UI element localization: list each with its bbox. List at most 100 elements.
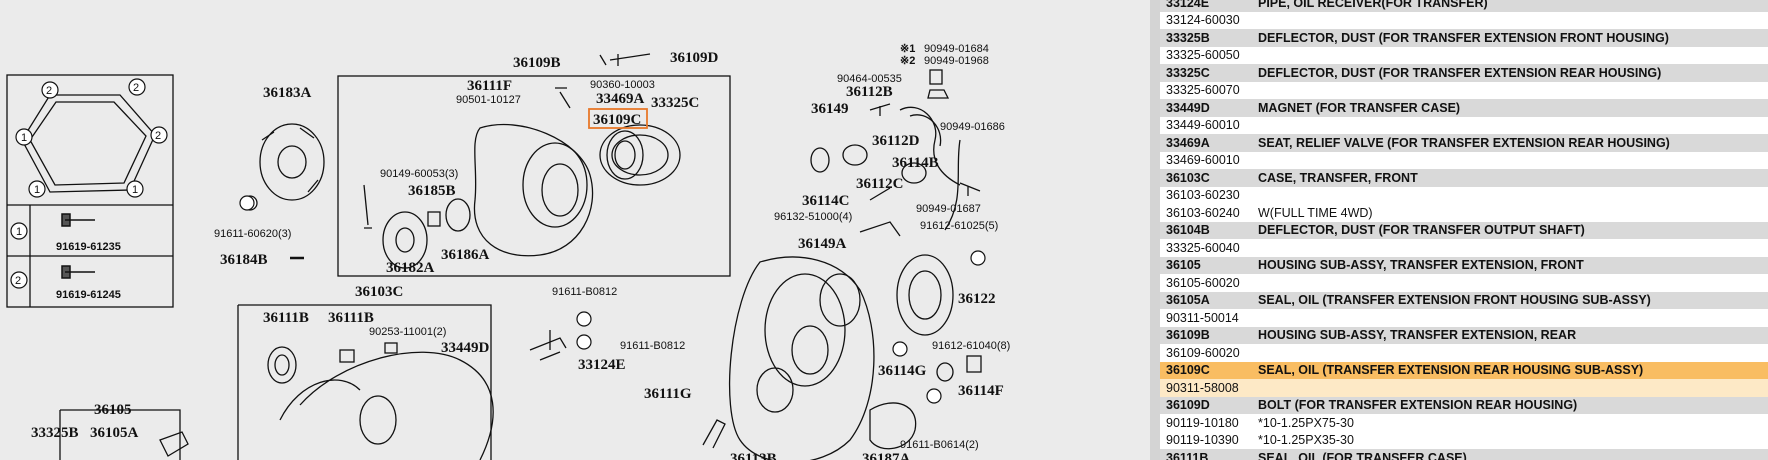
part-code[interactable]: 36109B — [1160, 326, 1252, 344]
part-number-row[interactable]: 33124-60030 — [1160, 11, 1768, 29]
svg-text:36114F: 36114F — [958, 383, 1004, 399]
part-note — [1252, 379, 1768, 397]
highlight-36109C-box[interactable] — [588, 108, 648, 129]
part-number[interactable]: 33325-60070 — [1160, 81, 1252, 99]
svg-text:91611-B0812: 91611-B0812 — [552, 286, 617, 298]
part-code[interactable]: 36103C — [1160, 169, 1252, 187]
part-code[interactable]: 36105 — [1160, 256, 1252, 274]
part-code[interactable]: 36104B — [1160, 221, 1252, 239]
part-note: W(FULL TIME 4WD) — [1252, 204, 1768, 222]
svg-text:36111F: 36111F — [467, 78, 512, 94]
part-number-row[interactable]: 90119-10180*10-1.25PX75-30 — [1160, 414, 1768, 432]
svg-text:36112B: 36112B — [846, 84, 893, 100]
part-number[interactable]: 33124-60030 — [1160, 11, 1252, 29]
part-name: CASE, TRANSFER, FRONT — [1252, 169, 1768, 187]
svg-text:36185B: 36185B — [408, 183, 456, 199]
svg-text:※1: ※1 — [900, 43, 915, 55]
part-number[interactable]: 90119-10180 — [1160, 414, 1252, 432]
part-number[interactable]: 36103-60240 — [1160, 204, 1252, 222]
part-number-row[interactable]: 90311-58008 — [1160, 379, 1768, 397]
part-name: HOUSING SUB-ASSY, TRANSFER EXTENSION, RE… — [1252, 326, 1768, 344]
part-note — [1252, 151, 1768, 169]
part-code[interactable]: 36105A — [1160, 291, 1252, 309]
part-note — [1252, 11, 1768, 29]
svg-text:1: 1 — [21, 132, 27, 144]
part-number[interactable]: 33325-60040 — [1160, 239, 1252, 257]
part-number-row[interactable]: 36109-60020 — [1160, 344, 1768, 362]
svg-text:96132-51000(4): 96132-51000(4) — [774, 211, 852, 223]
svg-text:36183A: 36183A — [263, 85, 312, 101]
part-code[interactable]: 33325C — [1160, 64, 1252, 82]
part-name: DEFLECTOR, DUST (FOR TRANSFER OUTPUT SHA… — [1252, 221, 1768, 239]
part-note — [1252, 239, 1768, 257]
svg-text:91611-B0614(2): 91611-B0614(2) — [900, 439, 979, 451]
svg-text:36187A: 36187A — [862, 451, 911, 460]
svg-text:33325B: 33325B — [31, 425, 79, 441]
part-name: BOLT (FOR TRANSFER EXTENSION REAR HOUSIN… — [1252, 396, 1768, 414]
part-number-row[interactable]: 33449-60010 — [1160, 116, 1768, 134]
svg-text:91612-61040(8): 91612-61040(8) — [932, 340, 1010, 352]
svg-text:2: 2 — [155, 130, 161, 142]
part-number-row[interactable]: 90311-50014 — [1160, 309, 1768, 327]
part-number[interactable]: 90311-50014 — [1160, 309, 1252, 327]
svg-text:90253-11001(2): 90253-11001(2) — [369, 326, 446, 338]
part-code[interactable]: 33124E — [1160, 0, 1252, 12]
part-number[interactable]: 36103-60230 — [1160, 186, 1252, 204]
svg-text:91612-61025(5): 91612-61025(5) — [920, 220, 998, 232]
part-code[interactable]: 33449D — [1160, 99, 1252, 117]
svg-text:36182A: 36182A — [386, 260, 435, 276]
part-note — [1252, 274, 1768, 292]
part-number-row[interactable]: 33469-60010 — [1160, 151, 1768, 169]
svg-text:91611-60620(3): 91611-60620(3) — [214, 228, 291, 240]
part-code[interactable]: 33469A — [1160, 134, 1252, 152]
part-number[interactable]: 33469-60010 — [1160, 151, 1252, 169]
svg-text:36149: 36149 — [811, 101, 849, 117]
part-number[interactable]: 36109-60020 — [1160, 344, 1252, 362]
svg-text:90949-01684: 90949-01684 — [924, 43, 989, 55]
svg-text:36105A: 36105A — [90, 425, 139, 441]
part-number[interactable]: 36105-60020 — [1160, 274, 1252, 292]
part-number-row[interactable]: 90119-10390*10-1.25PX35-30 — [1160, 431, 1768, 449]
part-number[interactable]: 33325-60050 — [1160, 46, 1252, 64]
svg-text:36184B: 36184B — [220, 252, 268, 268]
svg-text:36109B: 36109B — [513, 55, 561, 71]
svg-text:36114C: 36114C — [802, 193, 850, 209]
svg-text:36111B: 36111B — [328, 310, 374, 326]
part-number-row[interactable]: 36105-60020 — [1160, 274, 1768, 292]
exploded-view-drawing: 2 2 1 2 1 1 1 2 91619-61235 91619-61245 — [6, 43, 1010, 460]
part-code[interactable]: 36109C — [1160, 361, 1252, 379]
svg-text:2: 2 — [15, 275, 21, 287]
part-number-row[interactable]: 36103-60230 — [1160, 186, 1768, 204]
part-name: HOUSING SUB-ASSY, TRANSFER EXTENSION, FR… — [1252, 256, 1768, 274]
part-number[interactable]: 33449-60010 — [1160, 116, 1252, 134]
part-number-row[interactable]: 33325-60050 — [1160, 46, 1768, 64]
svg-text:36186A: 36186A — [441, 247, 490, 263]
part-name: SEAL, OIL (TRANSFER EXTENSION FRONT HOUS… — [1252, 291, 1768, 309]
svg-text:36111G: 36111G — [644, 386, 692, 402]
part-number-row[interactable]: 33325-60070 — [1160, 81, 1768, 99]
part-code[interactable]: 36109D — [1160, 396, 1252, 414]
svg-text:36113B: 36113B — [730, 451, 777, 460]
svg-text:90360-10003: 90360-10003 — [590, 79, 655, 91]
part-code[interactable]: 33325B — [1160, 29, 1252, 47]
part-number[interactable]: 90311-58008 — [1160, 379, 1252, 397]
part-number[interactable]: 90119-10390 — [1160, 431, 1252, 449]
svg-text:91611-B0812: 91611-B0812 — [620, 340, 685, 352]
part-number-row[interactable]: 33325-60040 — [1160, 239, 1768, 257]
part-code[interactable]: 36111B — [1160, 449, 1252, 460]
